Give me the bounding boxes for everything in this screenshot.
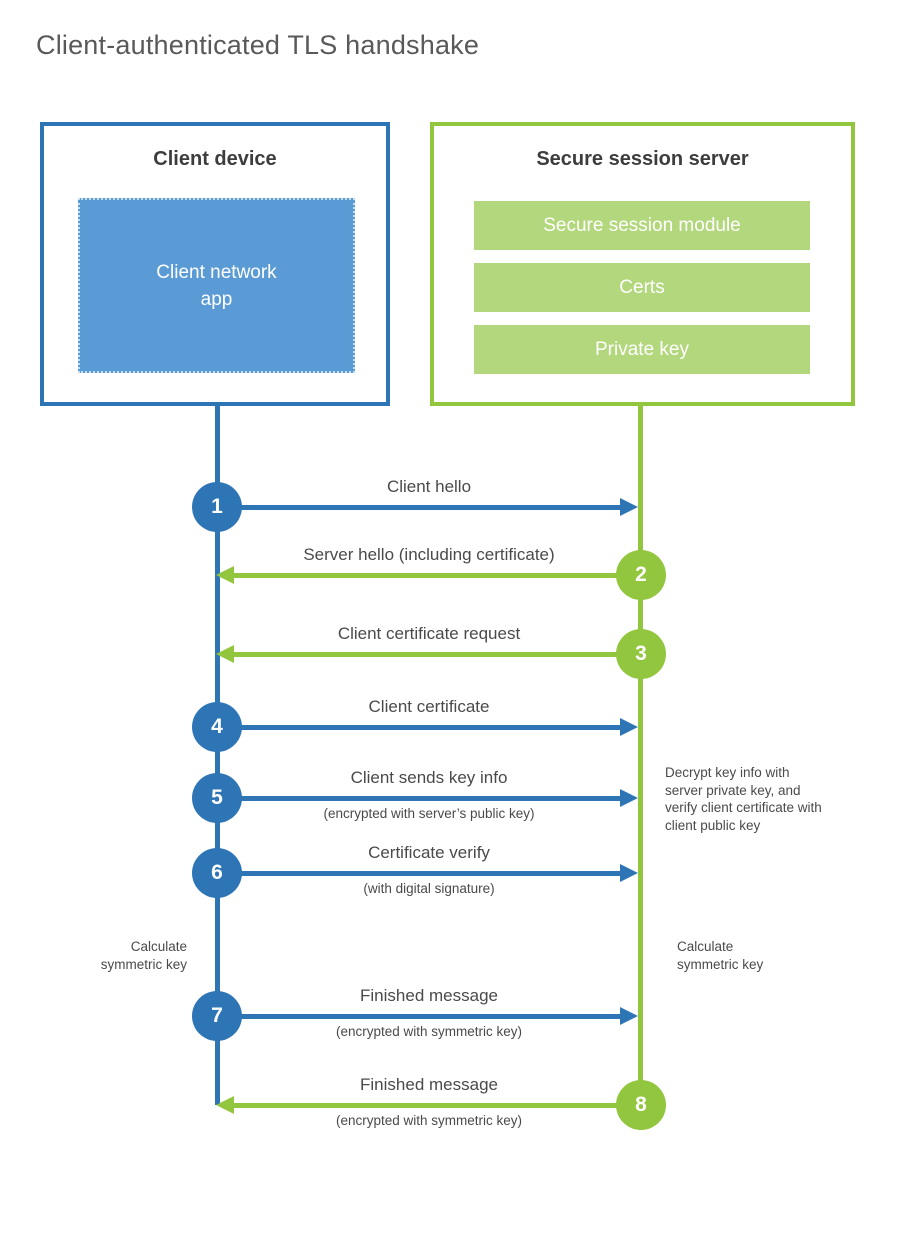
- client-device-box: Client device Client network app: [40, 122, 390, 406]
- arrow-shaft: [218, 725, 622, 730]
- step-number: 1: [211, 495, 223, 518]
- step-sublabel: (with digital signature): [363, 881, 495, 896]
- arrowhead-right-icon: [620, 498, 638, 516]
- arrowhead-left-icon: [216, 645, 234, 663]
- step-badge-6: 6: [192, 848, 242, 898]
- server-module-certs: Certs: [474, 263, 810, 312]
- step-label: Certificate verify: [368, 843, 490, 862]
- secure-session-server-title: Secure session server: [536, 148, 749, 170]
- step-number: 6: [211, 861, 223, 884]
- step-badge-1: 1: [192, 482, 242, 532]
- step-badge-2: 2: [616, 550, 666, 600]
- arrow-shaft: [218, 1014, 622, 1019]
- step-label: Client sends key info: [350, 768, 508, 787]
- server-module-private-key: Private key: [474, 325, 810, 374]
- server-module-secure-session-module: Secure session module: [474, 201, 810, 250]
- arrow-shaft: [218, 796, 622, 801]
- page-title: Client-authenticated TLS handshake: [36, 30, 480, 60]
- client-calculate-key-note: Calculate symmetric key: [100, 939, 187, 972]
- step-number: 5: [211, 786, 223, 809]
- arrow-shaft: [218, 505, 622, 510]
- arrowhead-left-icon: [216, 566, 234, 584]
- client-network-app-box: Client network app: [78, 198, 355, 373]
- step-number: 8: [635, 1093, 647, 1116]
- step-sublabel: (encrypted with symmetric key): [335, 1113, 523, 1128]
- arrow-shaft: [234, 1103, 641, 1108]
- arrowhead-left-icon: [216, 1096, 234, 1114]
- step-number: 2: [635, 563, 647, 586]
- step-number: 3: [635, 642, 647, 665]
- arrow-shaft: [234, 652, 641, 657]
- server-calculate-key-note: Calculate symmetric key: [677, 939, 764, 972]
- step-badge-7: 7: [192, 991, 242, 1041]
- step-label: Client hello: [386, 477, 472, 496]
- step-label: Client certificate request: [337, 624, 521, 643]
- arrowhead-right-icon: [620, 789, 638, 807]
- step-badge-8: 8: [616, 1080, 666, 1130]
- step-sublabel: (encrypted with server’s public key): [323, 806, 535, 821]
- secure-session-server-box: Secure session server Secure session mod…: [430, 122, 855, 406]
- arrow-shaft: [234, 573, 641, 578]
- client-device-title: Client device: [153, 148, 277, 170]
- step-label: Client certificate: [368, 697, 490, 716]
- arrowhead-right-icon: [620, 864, 638, 882]
- arrowhead-right-icon: [620, 1007, 638, 1025]
- step-label: Server hello (including certificate): [303, 545, 555, 564]
- client-lifeline: [215, 406, 220, 1105]
- arrow-shaft: [218, 871, 622, 876]
- step-label: Finished message: [360, 986, 498, 1005]
- arrowhead-right-icon: [620, 718, 638, 736]
- step-badge-4: 4: [192, 702, 242, 752]
- step-number: 7: [211, 1004, 223, 1027]
- server-lifeline: [638, 406, 643, 1130]
- step-badge-3: 3: [616, 629, 666, 679]
- server-decrypt-note: Decrypt key info with server private key…: [665, 765, 822, 833]
- step-sublabel: (encrypted with symmetric key): [335, 1024, 523, 1039]
- step-badge-5: 5: [192, 773, 242, 823]
- step-label: Finished message: [360, 1075, 498, 1094]
- step-number: 4: [211, 715, 223, 738]
